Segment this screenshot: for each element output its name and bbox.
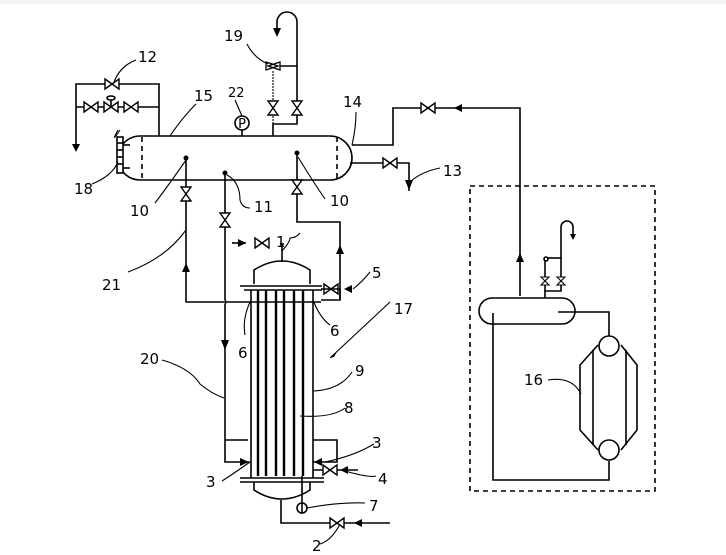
leader-lines — [91, 43, 582, 545]
arrow-down-icon — [273, 28, 281, 37]
label-12: 12 — [138, 48, 157, 66]
label-16: 16 — [524, 371, 543, 389]
valve-icon — [555, 276, 567, 286]
label-18: 18 — [74, 180, 93, 198]
arrow-down-icon — [405, 180, 413, 190]
label-3-right: 3 — [372, 434, 382, 452]
valve-icon — [180, 186, 192, 202]
top-border-band — [0, 0, 726, 4]
arrow-left-icon — [354, 519, 362, 527]
valve-icon — [382, 157, 398, 169]
label-20: 20 — [140, 350, 159, 368]
arrow-left-icon — [344, 285, 352, 293]
valve-icon — [123, 101, 139, 113]
arrow-down-icon — [72, 144, 80, 152]
label-22: 22 — [228, 86, 245, 101]
label-19: 19 — [224, 27, 243, 45]
valve-icon — [291, 179, 303, 195]
label-3-left: 3 — [206, 473, 216, 491]
label-8: 8 — [344, 399, 354, 417]
valve-icon — [291, 100, 303, 116]
component-labels: 1 2 3 3 4 5 6 6 7 8 9 10 10 11 12 13 14 … — [74, 27, 543, 555]
valve-icon — [83, 101, 99, 113]
label-1: 1 — [276, 233, 286, 251]
arrow-right-icon — [238, 239, 246, 247]
external-heater-unit — [469, 185, 656, 492]
label-13: 13 — [443, 162, 462, 180]
label-17: 17 — [394, 300, 413, 318]
label-6-left: 6 — [238, 344, 248, 362]
arrow-down-icon — [221, 340, 229, 350]
valve-icon — [267, 100, 279, 116]
arrow-up-icon — [516, 253, 524, 262]
upper-shell-outlet-line — [291, 150, 352, 301]
label-4: 4 — [378, 470, 388, 488]
valve-icon — [329, 517, 345, 529]
manway-flange — [116, 136, 130, 174]
label-10-left: 10 — [130, 202, 149, 220]
valve-icon — [219, 212, 231, 228]
arrow-icon — [330, 350, 338, 358]
label-5: 5 — [372, 264, 382, 282]
valve-icon — [539, 276, 551, 286]
reactor-top-vent — [232, 237, 284, 251]
label-9: 9 — [355, 362, 365, 380]
bypass-valve-group — [72, 78, 160, 152]
downcomer-line — [219, 170, 250, 466]
safety-valve-assembly — [265, 11, 303, 136]
riser-line — [180, 155, 321, 303]
valve-icon — [104, 78, 120, 90]
arrow-up-icon — [336, 245, 344, 254]
label-6-right: 6 — [330, 322, 340, 340]
arrow-right-icon — [240, 458, 249, 466]
arrow-left-icon — [454, 104, 462, 112]
pressure-gauge: P — [234, 115, 250, 136]
valve-icon — [420, 102, 436, 114]
label-11: 11 — [254, 198, 273, 216]
label-14: 14 — [343, 93, 362, 111]
valve-icon — [322, 464, 338, 476]
safety-valve-icon — [265, 61, 281, 71]
arrow-down-icon — [570, 234, 576, 240]
pressure-gauge-symbol: P — [238, 117, 246, 132]
label-7: 7 — [369, 497, 379, 515]
tubular-reactor — [240, 251, 390, 529]
label-2: 2 — [312, 537, 322, 555]
valve-icon — [254, 237, 270, 249]
label-10-right: 10 — [330, 192, 349, 210]
label-15: 15 — [194, 87, 213, 105]
arrow-left-icon — [314, 458, 322, 466]
steam-drum — [117, 135, 353, 181]
drum-drain-line — [350, 157, 413, 191]
steam-outlet-line — [352, 102, 524, 296]
label-21: 21 — [102, 276, 121, 294]
arrow-up-icon — [182, 263, 190, 272]
arrow-left-icon — [340, 466, 348, 474]
